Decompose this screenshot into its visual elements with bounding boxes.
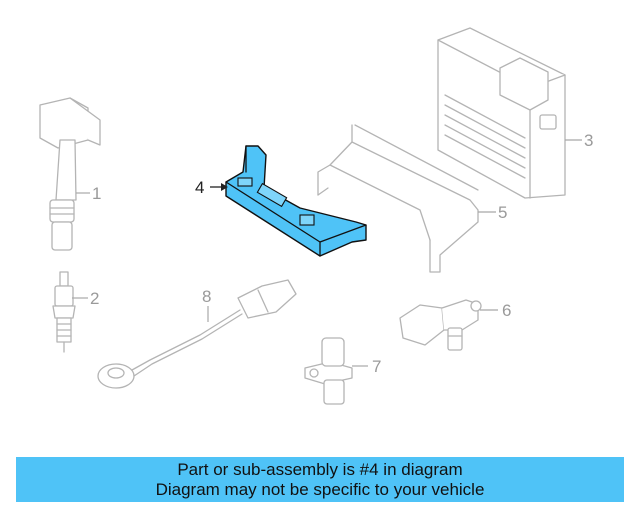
- callout-6: 6: [502, 301, 511, 320]
- callout-4: 4: [195, 178, 204, 197]
- parts-diagram: 1 2 3 4 5 6 7 8: [39, 27, 593, 405]
- banner-line-disclaimer: Diagram may not be specific to your vehi…: [155, 479, 485, 499]
- callout-8: 8: [202, 287, 211, 306]
- banner-line-part-number: Part or sub-assembly is #4 in diagram: [177, 459, 463, 479]
- info-banner: Part or sub-assembly is #4 in diagram Di…: [16, 457, 624, 502]
- crank-sensor-part: [304, 337, 353, 405]
- engine-control-module-part: [437, 27, 566, 199]
- callout-2: 2: [90, 289, 99, 308]
- ignition-coil-part: [39, 97, 101, 251]
- callout-7: 7: [372, 357, 381, 376]
- mounting-frame-part: [317, 124, 479, 273]
- callout-3: 3: [584, 131, 593, 150]
- knock-sensor-part: [97, 279, 297, 389]
- callout-5: 5: [498, 203, 507, 222]
- callout-1: 1: [92, 184, 101, 203]
- spark-plug-part: [52, 271, 76, 353]
- bracket-part-highlighted: [225, 145, 367, 257]
- cam-sensor-part: [399, 299, 482, 351]
